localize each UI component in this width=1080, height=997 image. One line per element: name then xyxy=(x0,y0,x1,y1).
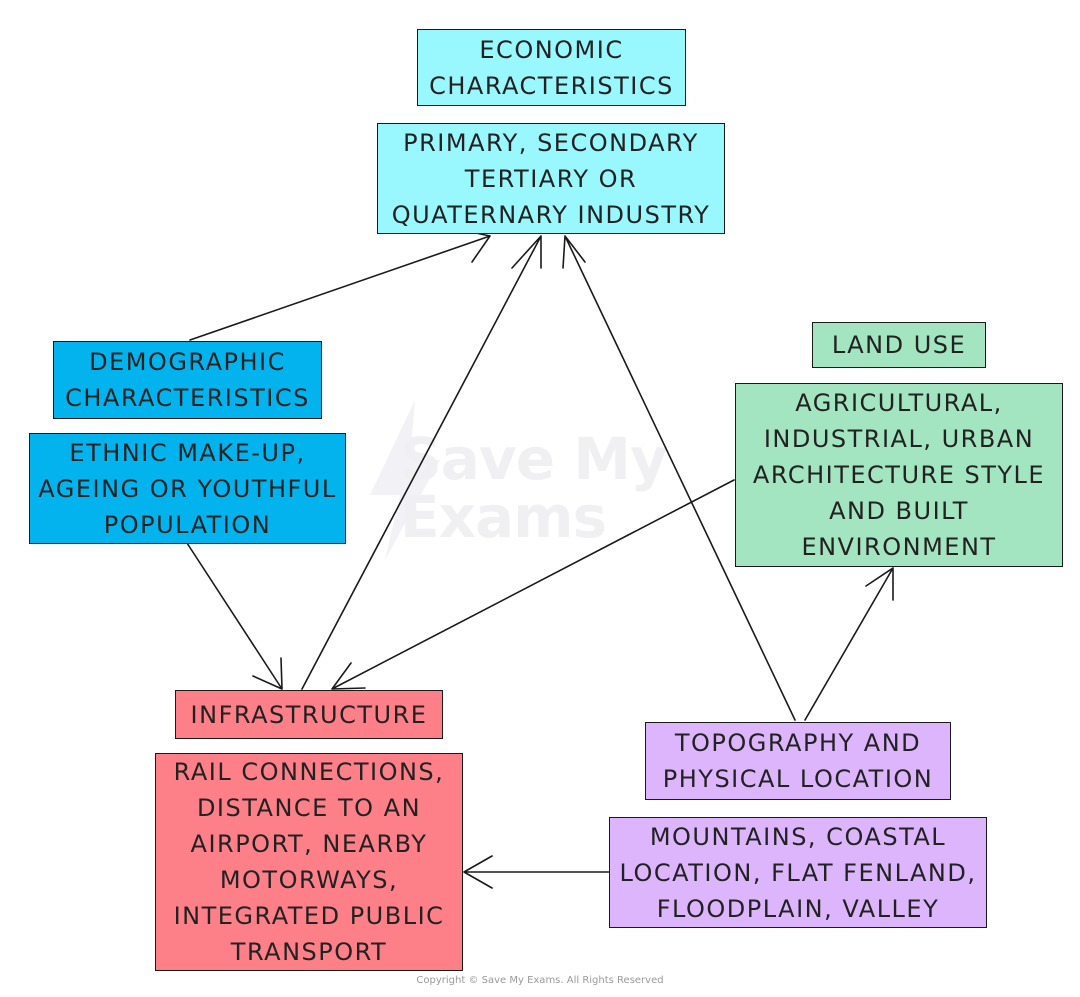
infrastructure-title-box: INFRASTRUCTURE xyxy=(175,690,443,739)
land-use-detail-box: AGRICULTURAL, INDUSTRIAL, URBAN ARCHITEC… xyxy=(735,383,1063,567)
demographic-detail-box: ETHNIC MAKE-UP, AGEING OR YOUTHFUL POPUL… xyxy=(29,433,346,544)
demographic-title-box: DEMOGRAPHIC CHARACTERISTICS xyxy=(53,341,322,419)
economic-title-box: ECONOMIC CHARACTERISTICS xyxy=(417,29,686,106)
arrow-demographic-to-infrastructure xyxy=(186,542,283,690)
arrow-landuse-to-infrastructure xyxy=(331,479,735,690)
arrow-infrastructure-to-economic xyxy=(301,235,542,690)
watermark-line-2: Exams xyxy=(400,483,607,551)
economic-detail-box: PRIMARY, SECONDARY TERTIARY OR QUATERNAR… xyxy=(377,123,725,234)
copyright-text: Copyright © Save My Exams. All Rights Re… xyxy=(416,975,664,986)
arrow-topography-to-economic xyxy=(562,235,796,721)
watermark-logo-icon xyxy=(370,400,440,560)
infrastructure-detail-box: RAIL CONNECTIONS, DISTANCE TO AN AIRPORT… xyxy=(155,753,463,971)
arrow-topography-to-infrastructure-detail xyxy=(463,855,610,889)
land-use-title-box: LAND USE xyxy=(812,322,986,368)
arrow-demographic-to-economic xyxy=(189,227,491,341)
topography-title-box: TOPOGRAPHY AND PHYSICAL LOCATION xyxy=(645,722,951,800)
arrow-topography-to-landuse xyxy=(804,567,894,721)
topography-detail-box: MOUNTAINS, COASTAL LOCATION, FLAT FENLAN… xyxy=(609,817,987,928)
watermark-line-1: Save My xyxy=(400,425,668,493)
